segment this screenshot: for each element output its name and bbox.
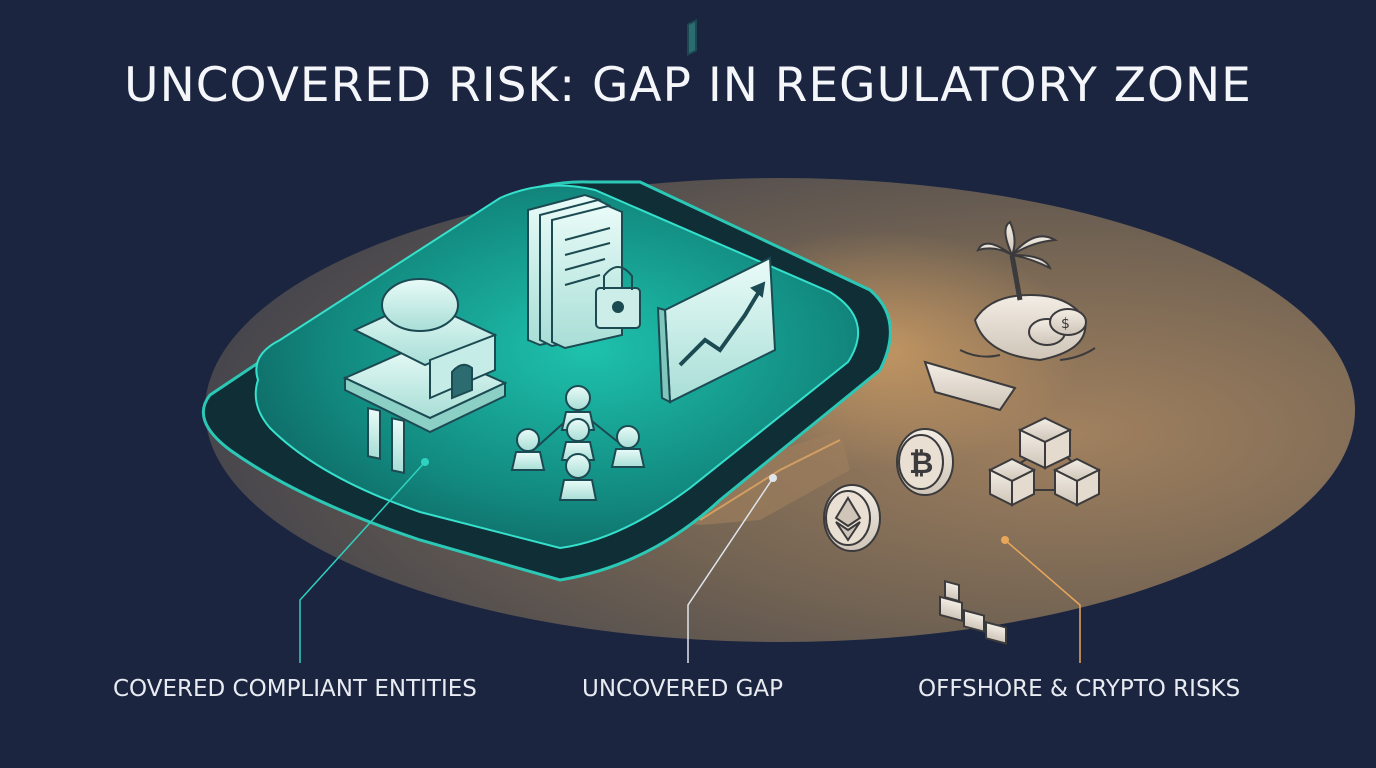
gap-leader-line bbox=[687, 474, 777, 663]
svg-text:₿: ₿ bbox=[909, 446, 933, 481]
svg-text:$: $ bbox=[1061, 316, 1070, 332]
growth-chart-icon bbox=[656, 19, 777, 404]
bank-icon bbox=[342, 278, 508, 475]
people-network-icon bbox=[510, 385, 646, 501]
covered-entities-label: COVERED COMPLIANT ENTITIES bbox=[113, 676, 477, 702]
ethereum-icon bbox=[823, 484, 881, 552]
blockchain-cubes-icon bbox=[987, 416, 1102, 507]
bitcoin-icon: ₿ bbox=[896, 428, 954, 496]
locked-documents-icon bbox=[527, 193, 641, 350]
coin-icon: $ bbox=[1028, 308, 1087, 346]
page-title: UNCOVERED RISK: GAP IN REGULATORY ZONE bbox=[124, 58, 1252, 113]
covered-leader-line bbox=[299, 458, 429, 663]
offshore-crypto-label: OFFSHORE & CRYPTO RISKS bbox=[918, 676, 1241, 702]
offshore-leader-line bbox=[1001, 536, 1081, 663]
covered-zone-platform bbox=[201, 180, 892, 582]
cargo-ship-icon bbox=[923, 360, 1017, 645]
uncovered-gap-label: UNCOVERED GAP bbox=[582, 676, 784, 702]
